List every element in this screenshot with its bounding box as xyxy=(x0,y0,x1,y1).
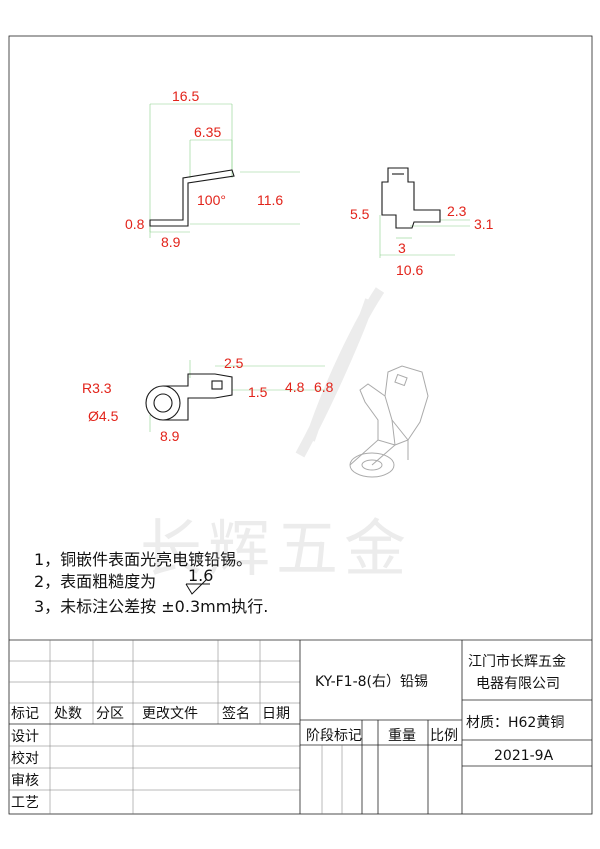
watermark-text: 长辉五金 xyxy=(140,512,412,585)
dim-label: 2.5 xyxy=(224,355,244,371)
watermark: 长辉五金 xyxy=(140,287,412,585)
side-view: 16.5 6.35 100° 11.6 0.8 8.9 xyxy=(125,88,300,250)
isometric-view xyxy=(349,365,429,478)
note-1: 1，铜嵌件表面光亮电镀铅锡。 xyxy=(34,550,252,569)
row-design: 设计 xyxy=(11,729,39,745)
dim-label: 10.6 xyxy=(396,262,423,278)
header-signature: 签名 xyxy=(222,705,250,722)
dim-label: 8.9 xyxy=(160,428,180,444)
header-date: 日期 xyxy=(262,706,290,722)
header-scale: 比例 xyxy=(430,728,458,744)
note-2: 2，表面粗糙度为 xyxy=(34,572,156,591)
dim-label: 5.5 xyxy=(350,206,370,222)
dim-label: R3.3 xyxy=(82,380,112,396)
row-check: 校对 xyxy=(11,750,39,767)
front-view: 5.5 2.3 3.1 3 10.6 xyxy=(350,167,494,278)
note-3: 3，未标注公差按 ±0.3mm执行. xyxy=(34,597,268,616)
company-line-1: 江门市长辉五金 xyxy=(468,653,566,670)
material: 材质：H62黄铜 xyxy=(466,714,564,731)
dim-label: 2.3 xyxy=(447,203,467,219)
dim-label: 6.8 xyxy=(314,379,334,395)
header-change-doc: 更改文件 xyxy=(142,706,198,722)
dim-label: 3.1 xyxy=(474,216,494,232)
dim-label: 11.6 xyxy=(257,192,283,208)
dim-label: 16.5 xyxy=(172,88,199,104)
sheet-border xyxy=(8,35,593,815)
dim-label: 8.9 xyxy=(161,234,181,250)
plan-view: 2.5 R3.3 1.5 4.8 6.8 Ø4.5 8.9 xyxy=(82,355,334,444)
part-name: KY-F1-8(右）铅锡 xyxy=(315,674,428,690)
dim-label: 6.35 xyxy=(194,124,221,140)
notes: 1，铜嵌件表面光亮电镀铅锡。 2，表面粗糙度为 1.6 3，未标注公差按 ±0.… xyxy=(34,550,268,616)
roughness-value: 1.6 xyxy=(188,566,213,585)
header-weight: 重量 xyxy=(388,728,416,744)
dim-label: 3 xyxy=(398,240,406,256)
title-block: 标记 处数 分区 更改文件 签名 日期 设计 校对 审核 工艺 KY-F1-8(… xyxy=(9,639,592,814)
roughness-symbol: 1.6 xyxy=(185,566,213,595)
revision-date: 2021-9A xyxy=(494,748,554,764)
dim-label: Ø4.5 xyxy=(88,408,119,424)
header-count: 处数 xyxy=(54,706,82,722)
dim-label: 1.5 xyxy=(248,384,268,400)
dim-label: 100° xyxy=(197,192,226,208)
row-review: 审核 xyxy=(11,773,39,789)
header-marker: 标记 xyxy=(11,706,39,722)
dim-label: 4.8 xyxy=(285,379,305,395)
company-line-2: 电器有限公司 xyxy=(476,676,560,692)
row-process: 工艺 xyxy=(11,795,39,811)
header-zone: 分区 xyxy=(96,706,124,722)
dim-label: 0.8 xyxy=(125,216,145,232)
header-stage-marker: 阶段标记 xyxy=(306,728,362,744)
